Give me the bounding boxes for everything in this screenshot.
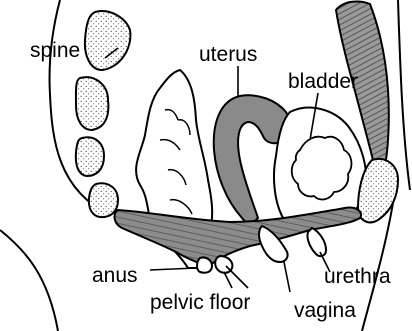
spine-vertebrae bbox=[76, 11, 131, 217]
label-vagina: vagina bbox=[294, 300, 356, 321]
label-urethra: urethra bbox=[324, 266, 391, 287]
label-anus: anus bbox=[92, 265, 138, 286]
label-uterus: uterus bbox=[199, 44, 257, 65]
label-pelvic-floor: pelvic floor bbox=[150, 292, 250, 313]
pelvic-floor-muscle bbox=[115, 208, 362, 266]
label-spine: spine bbox=[30, 40, 80, 61]
label-bladder: bladder bbox=[288, 71, 358, 92]
